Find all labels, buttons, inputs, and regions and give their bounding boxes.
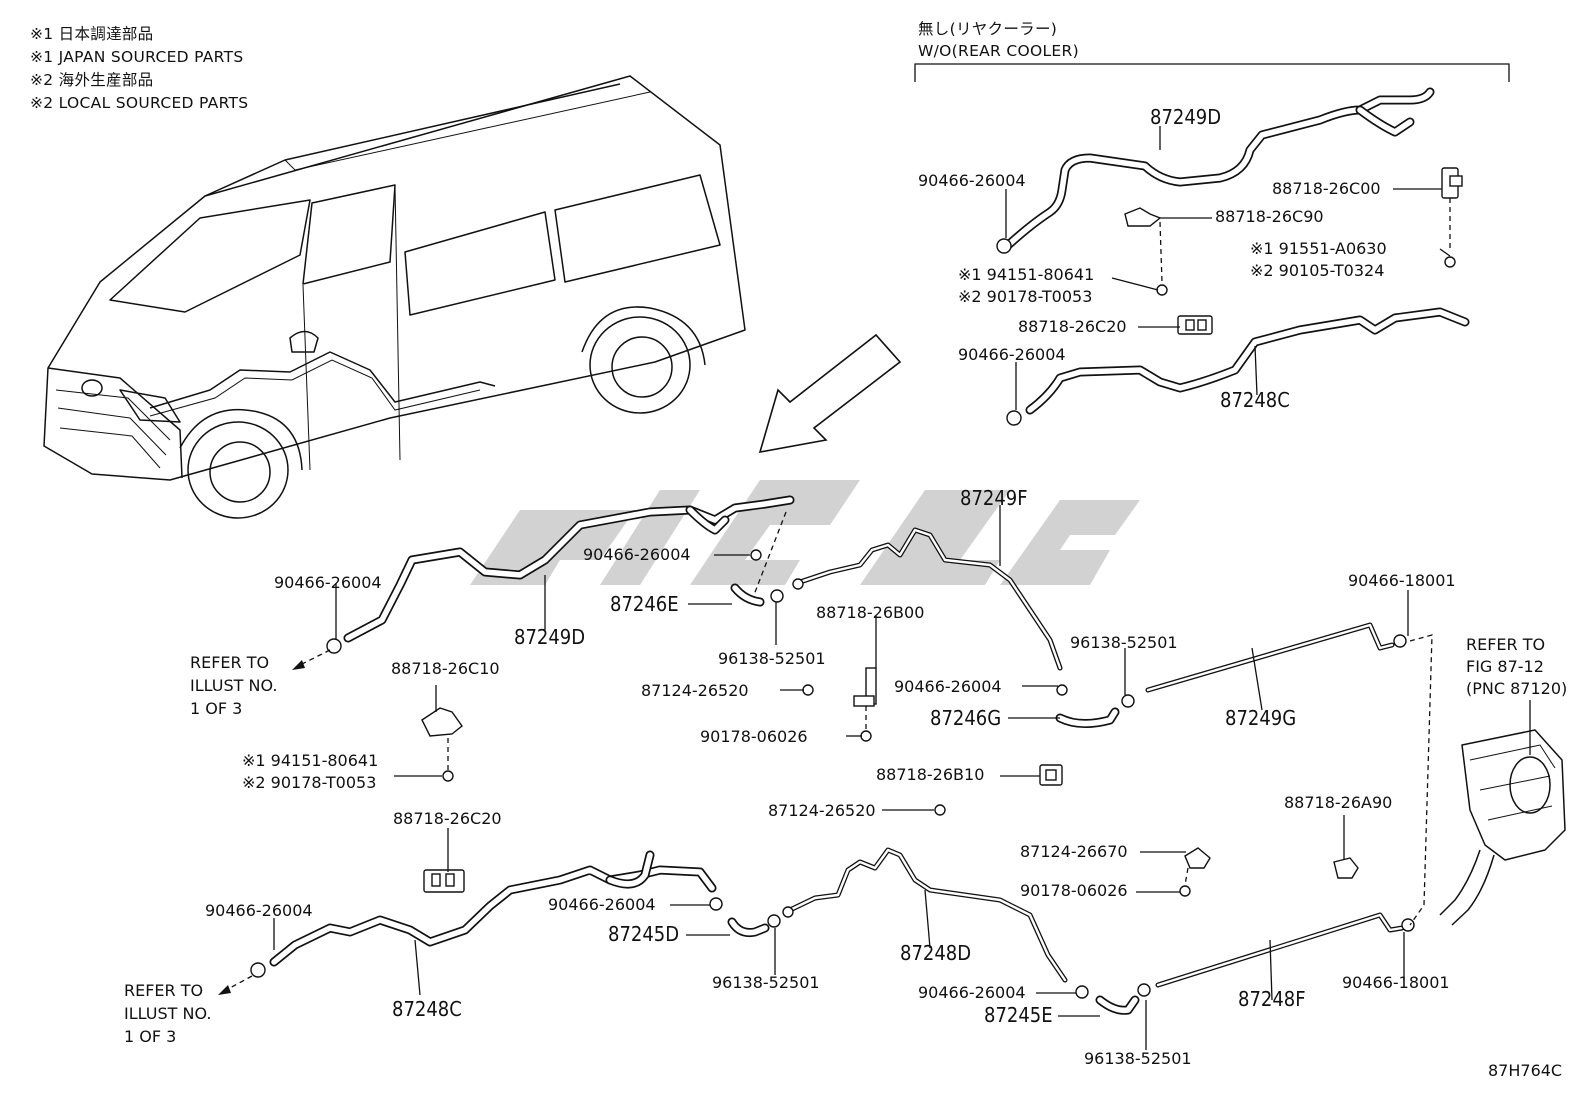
refer-arrow-icon-lower [218, 975, 253, 995]
variant-header: 無し(リヤクーラー) W/O(REAR COOLER) [914, 20, 1510, 82]
clip-87124-26520-b [934, 804, 946, 816]
label-90466-26004-a: 90466-26004 [918, 171, 1026, 190]
refer-lower-line1: REFER TO [124, 981, 203, 1000]
label-90178-06026-b: 90178-06026 [1020, 881, 1128, 900]
hose-87245E [1075, 983, 1151, 1015]
label-87246G: 87246G [930, 706, 1001, 730]
label-87248F: 87248F [1238, 987, 1306, 1011]
label-s1-91551-A0630: ※1 91551-A0630 [1250, 239, 1387, 258]
refer-arrow-icon-upper [292, 649, 331, 670]
variant-en: W/O(REAR COOLER) [918, 42, 1079, 60]
refer-illust-lower: REFER TO ILLUST NO. 1 OF 3 [124, 981, 211, 1046]
refer-lower-line2: ILLUST NO. [124, 1004, 211, 1023]
label-87248D: 87248D [900, 941, 971, 965]
label-87245D: 87245D [608, 922, 679, 946]
refer-upper-line1: REFER TO [190, 653, 269, 672]
label-96138-52501-d: 96138-52501 [1084, 1049, 1192, 1068]
label-87248C-upper: 87248C [1220, 388, 1290, 412]
label-96138-52501-c: 96138-52501 [712, 973, 820, 992]
refer-fig-line2: FIG 87-12 [1466, 657, 1544, 676]
clip-87124-26520-a [802, 684, 814, 696]
label-s1-94151-80641-a: ※1 94151-80641 [958, 265, 1094, 284]
clamp-88718-26C20-top [1177, 315, 1213, 335]
leader-lines [273, 126, 1531, 1050]
diagram-code: 87H764C [1488, 1061, 1562, 1080]
label-90466-26004-e: 90466-26004 [894, 677, 1002, 696]
label-96138-52501-b: 96138-52501 [1070, 633, 1178, 652]
notes-block: ※1 日本調達部品 ※1 JAPAN SOURCED PARTS ※2 海外生産… [30, 25, 248, 112]
label-s2-90178-T0053-a: ※2 90178-T0053 [958, 287, 1092, 306]
note-line-3: ※2 海外生産部品 [30, 71, 153, 89]
clamp-88718-26A90 [1333, 857, 1359, 879]
refer-upper-line3: 1 OF 3 [190, 699, 242, 718]
clamp-87124-26670 [1179, 847, 1211, 897]
label-90466-18001-b: 90466-18001 [1342, 973, 1450, 992]
label-87124-26520-a: 87124-26520 [641, 681, 749, 700]
label-87249D-middle: 87249D [514, 625, 585, 649]
label-87249G: 87249G [1225, 706, 1296, 730]
clamp-88718-26C90 [1124, 207, 1168, 296]
label-88718-26B10: 88718-26B10 [876, 765, 984, 784]
label-88718-26C90: 88718-26C90 [1215, 207, 1324, 226]
label-88718-26C10: 88718-26C10 [391, 659, 500, 678]
note-line-1: ※1 日本調達部品 [30, 25, 153, 43]
label-87124-26670: 87124-26670 [1020, 842, 1128, 861]
clamp-88718-26C10 [421, 707, 463, 782]
pipe-87248C-upper [1006, 307, 1470, 426]
clamp-88718-26B10 [1039, 764, 1063, 786]
variant-bracket [914, 63, 1510, 82]
label-87249D-upper: 87249D [1150, 105, 1221, 129]
hose-87246G [1055, 684, 1135, 728]
clamp-88718-26C20-bottom [423, 869, 465, 893]
hose-87245D [709, 897, 781, 937]
refer-fig-line1: REFER TO [1466, 635, 1545, 654]
pipe-87249D-middle [326, 495, 795, 654]
refer-fig-line3: (PNC 87120) [1466, 679, 1567, 698]
refer-illust-upper: REFER TO ILLUST NO. 1 OF 3 [190, 653, 277, 718]
clamp-88718-26B00 [853, 667, 877, 742]
label-90466-26004-d: 90466-26004 [274, 573, 382, 592]
dashed-connector [1409, 634, 1433, 926]
clamp-88718-26C00 [1441, 167, 1463, 268]
label-90466-26004-f: 90466-26004 [205, 901, 313, 920]
label-87124-26520-b: 87124-26520 [768, 801, 876, 820]
label-90466-26004-g: 90466-26004 [548, 895, 656, 914]
pipe-87248F [1155, 912, 1415, 988]
label-90466-18001-a: 90466-18001 [1348, 571, 1456, 590]
label-88718-26C20-a: 88718-26C20 [1018, 317, 1127, 336]
refer-fig: REFER TO FIG 87-12 (PNC 87120) [1466, 635, 1567, 698]
pipe-87249D-upper [996, 87, 1435, 254]
refer-lower-line3: 1 OF 3 [124, 1027, 176, 1046]
label-87245E: 87245E [984, 1003, 1053, 1027]
label-88718-26C00: 88718-26C00 [1272, 179, 1381, 198]
label-90466-26004-c: 90466-26004 [583, 545, 691, 564]
hose-87246E [730, 549, 784, 607]
van-illustration [43, 75, 746, 519]
label-87249F: 87249F [960, 486, 1028, 510]
note-line-4: ※2 LOCAL SOURCED PARTS [30, 94, 248, 112]
variant-jp: 無し(リヤクーラー) [918, 20, 1057, 38]
label-88718-26C20-b: 88718-26C20 [393, 809, 502, 828]
cooler-unit [1439, 729, 1566, 926]
label-87246E: 87246E [610, 592, 679, 616]
pipe-87249F [792, 527, 1063, 671]
refer-upper-line2: ILLUST NO. [190, 676, 277, 695]
pipe-87248D [782, 847, 1068, 983]
label-96138-52501-a: 96138-52501 [718, 649, 826, 668]
note-line-2: ※1 JAPAN SOURCED PARTS [30, 48, 244, 66]
direction-arrow-icon [758, 333, 902, 454]
label-s2-90105-T0324: ※2 90105-T0324 [1250, 261, 1384, 280]
label-s2-90178-T0053-b: ※2 90178-T0053 [242, 773, 376, 792]
pipe-87248C-lower [250, 850, 717, 978]
label-90466-26004-h: 90466-26004 [918, 983, 1026, 1002]
label-s1-94151-80641-b: ※1 94151-80641 [242, 751, 378, 770]
pipe-87249G [1145, 622, 1407, 693]
label-87248C-lower: 87248C [392, 997, 462, 1021]
label-90466-26004-b: 90466-26004 [958, 345, 1066, 364]
label-88718-26B00: 88718-26B00 [816, 603, 924, 622]
label-90178-06026-a: 90178-06026 [700, 727, 808, 746]
label-88718-26A90: 88718-26A90 [1284, 793, 1392, 812]
